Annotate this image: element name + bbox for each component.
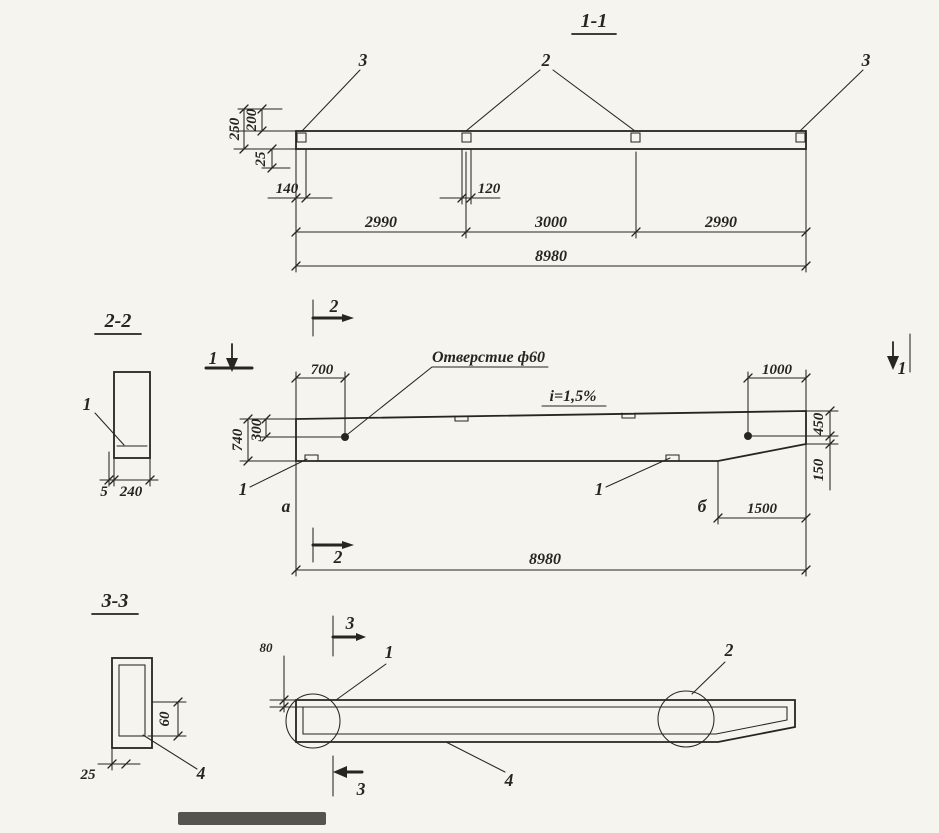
- beam-top-outline: [295, 130, 807, 150]
- section-3-3: 3-3 4 60 25: [80, 590, 206, 783]
- detail-circle-left: [285, 693, 341, 749]
- dim-2990-right: 2990: [704, 214, 737, 231]
- view-1-1-title: 1-1: [581, 10, 608, 32]
- section-2-2-title: 2-2: [104, 310, 132, 332]
- section-3-3-callout-4: 4: [196, 763, 206, 783]
- dimension-lines: [243, 108, 807, 267]
- plan-dim-80-ticks: [279, 695, 289, 712]
- dim-3000: 3000: [534, 214, 567, 231]
- dim-300: 300: [249, 418, 265, 442]
- callout-3-left: 3: [358, 50, 368, 70]
- section-arrow-2-top: [342, 314, 354, 322]
- slope-label: i=1,5%: [550, 388, 597, 405]
- extension-lines: [233, 108, 807, 273]
- view-1-1: 1-1 3 2 3 250 200 25 140 120 2990 3000 2…: [227, 10, 871, 273]
- plan-callout-2: 2: [724, 640, 734, 660]
- elevation-callout-1-right: 1: [595, 479, 604, 499]
- beam-plan: 3 3 80 1 2 4: [260, 613, 796, 799]
- mark-3-bottom: 3: [356, 779, 366, 799]
- section-3-3-inner: [118, 664, 146, 737]
- plan-dim-80-lines: [269, 655, 304, 713]
- dim-25: 25: [253, 151, 269, 168]
- section-3-3-extensions: [111, 701, 187, 771]
- mark-1-left: 1: [209, 348, 218, 368]
- section-arrow-1-left: [226, 358, 238, 372]
- label-b: б: [698, 496, 708, 516]
- plan-callout-leaders: [335, 661, 726, 773]
- section-3-3-leader: [142, 734, 198, 770]
- beam-elevation-outline: [295, 410, 807, 462]
- dim-700: 700: [311, 362, 334, 378]
- hole-right: [744, 432, 752, 440]
- callout-3-right: 3: [861, 50, 871, 70]
- mark-2-bottom: 2: [333, 547, 343, 567]
- dim-8980-top: 8980: [535, 248, 567, 265]
- dim-1000: 1000: [762, 362, 793, 378]
- plan-outer-outline: [295, 699, 796, 743]
- detail-circle-right: [657, 690, 715, 748]
- plan-callout-1: 1: [385, 642, 394, 662]
- dim-1500: 1500: [747, 501, 778, 517]
- section-arrow-1-right: [887, 356, 899, 370]
- section-arrow-3-top: [356, 633, 366, 641]
- section-3-3-title: 3-3: [101, 590, 129, 612]
- mark-2-top: 2: [329, 296, 339, 316]
- dim-2990-left: 2990: [364, 214, 397, 231]
- dim-200: 200: [244, 108, 260, 132]
- mark-3-top: 3: [345, 613, 355, 633]
- dim-250: 250: [227, 117, 243, 141]
- dim-80: 80: [260, 640, 274, 655]
- section-3-3-dim-lines: [97, 701, 179, 765]
- section-arrow-3-bottom: [333, 766, 347, 778]
- scan-artifact: [178, 812, 326, 825]
- elevation-extension-lines: [239, 369, 839, 577]
- hole-note-leader: [347, 366, 549, 435]
- section-2-2-callout-1: 1: [83, 394, 92, 414]
- elevation-callout-1-left: 1: [239, 479, 248, 499]
- section-arrow-2-bottom: [342, 541, 354, 549]
- section-3-3-outer: [111, 657, 153, 749]
- section-2-2-outline: [113, 371, 151, 459]
- elevation-dimension-ticks: [243, 373, 835, 575]
- embedded-plates: [296, 132, 806, 143]
- plan-callout-4: 4: [504, 770, 514, 790]
- hole-left: [341, 433, 349, 441]
- hole-note: Отверстие ф60: [432, 349, 545, 366]
- dim-740: 740: [230, 428, 246, 451]
- dim-8980-bottom: 8980: [529, 551, 561, 568]
- dim-240: 240: [119, 484, 143, 500]
- label-a: а: [282, 496, 291, 516]
- plan-inner-outline: [302, 706, 788, 735]
- dim-150: 150: [811, 458, 827, 481]
- dim-140: 140: [276, 181, 299, 197]
- section-2-2-leader: [94, 412, 125, 446]
- section-3-3-ticks: [107, 697, 183, 769]
- embedded-plate-notches: [304, 412, 680, 462]
- section-2-2: 2-2 1 5 240: [83, 310, 159, 500]
- dim-450: 450: [811, 412, 827, 436]
- dim-25-bottom: 25: [80, 767, 97, 783]
- callout-leaders: [301, 69, 864, 132]
- beam-elevation: 2 2 1 1 Отверстие ф60 i=1,5% 700 1000 45…: [204, 296, 911, 577]
- dim-120: 120: [478, 181, 501, 197]
- dim-5: 5: [100, 484, 108, 500]
- elevation-callout-leaders: [249, 457, 671, 488]
- section-2-2-ticks: [104, 475, 155, 485]
- callout-2-mid: 2: [541, 50, 551, 70]
- dim-60: 60: [157, 711, 173, 727]
- dimension-ticks: [239, 104, 811, 271]
- mark-1-right: 1: [898, 358, 907, 378]
- elevation-dimension-lines: [247, 377, 831, 571]
